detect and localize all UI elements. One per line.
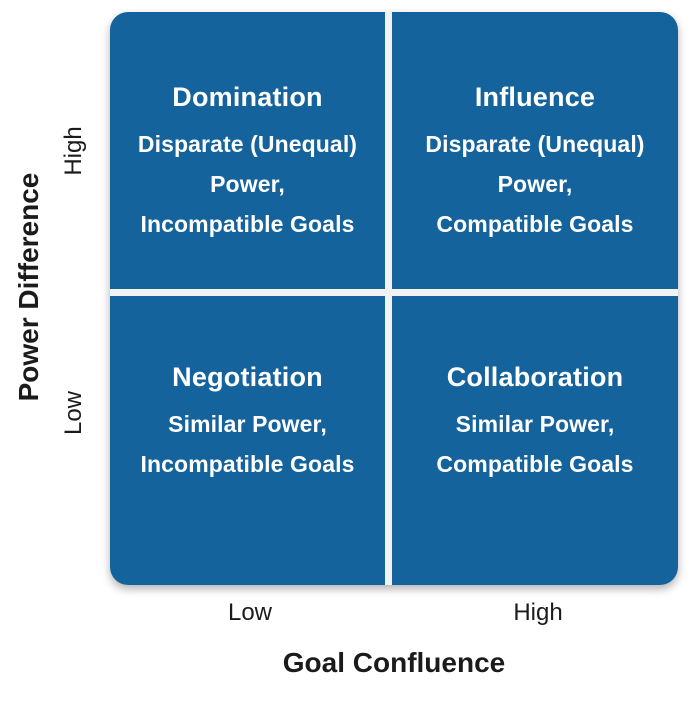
y-axis-title: Power Difference: [13, 172, 44, 402]
y-axis-label-low: Low: [60, 390, 87, 436]
quadrant-description-line: Disparate (Unequal): [425, 131, 645, 157]
x-axis-title: Goal Confluence: [282, 647, 506, 678]
quadrant-description-line: Similar Power,: [168, 411, 327, 437]
quadrant-description: Disparate (Unequal) Power, Compatible Go…: [425, 124, 644, 244]
quadrant-description-line: Power,: [497, 171, 573, 197]
quadrant-description-line: Disparate (Unequal): [137, 131, 358, 157]
quadrant-title: Influence: [474, 82, 596, 112]
x-axis-label-high: High: [513, 599, 563, 626]
quadrant-description-line: Incompatible Goals: [140, 211, 355, 237]
quadrant-matrix: Domination Disparate (Unequal) Power, In…: [110, 12, 678, 585]
quadrant-influence: Influence Disparate (Unequal) Power, Com…: [392, 12, 678, 289]
quadrant-title: Collaboration: [446, 362, 624, 392]
quadrant-description-line: Power,: [210, 171, 285, 197]
quadrant-description: Disparate (Unequal) Power, Incompatible …: [138, 124, 357, 244]
quadrant-title: Domination: [172, 82, 323, 112]
quadrant-description-line: Compatible Goals: [436, 211, 634, 237]
quadrant-negotiation: Negotiation Similar Power, Incompatible …: [110, 296, 385, 585]
quadrant-description: Similar Power, Incompatible Goals: [141, 404, 355, 484]
quadrant-collaboration: Collaboration Similar Power, Compatible …: [392, 296, 678, 585]
quadrant-description: Similar Power, Compatible Goals: [436, 404, 633, 484]
quadrant-domination: Domination Disparate (Unequal) Power, In…: [110, 12, 385, 289]
quadrant-title: Negotiation: [172, 362, 323, 392]
quadrant-description-line: Compatible Goals: [436, 451, 634, 477]
x-axis-label-low: Low: [227, 599, 273, 626]
y-axis-label-high: High: [60, 126, 87, 176]
quadrant-description-line: Incompatible Goals: [140, 451, 355, 477]
quadrant-description-line: Similar Power,: [455, 411, 615, 437]
